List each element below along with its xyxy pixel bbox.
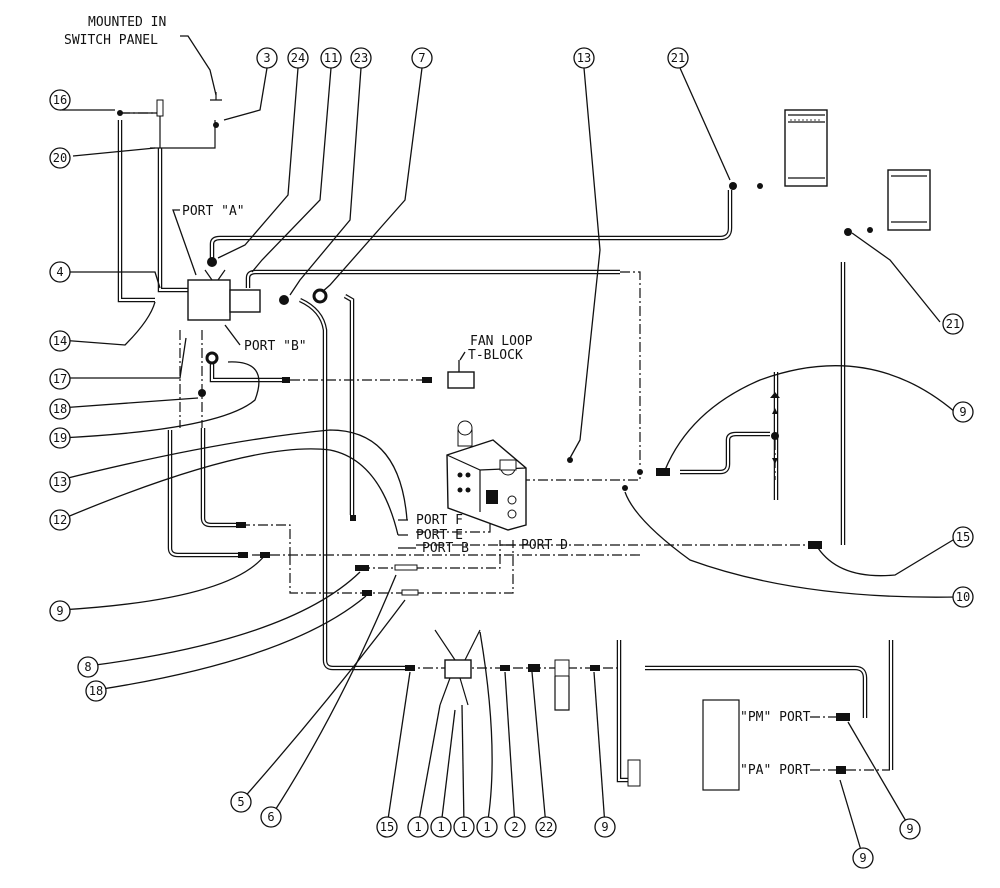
- callout-9-bottom-a: 9: [594, 816, 616, 838]
- callout-1c: 1: [453, 816, 475, 838]
- fan-loop-t-block: [447, 371, 475, 389]
- label-port-f: PORT F: [416, 513, 463, 528]
- svg-text:15: 15: [380, 820, 394, 834]
- valve-body: [446, 420, 527, 531]
- svg-text:22: 22: [539, 820, 553, 834]
- components: [117, 92, 931, 791]
- callout-13-left: 13: [49, 471, 71, 493]
- svg-text:17: 17: [53, 372, 67, 386]
- text-labels: MOUNTED IN SWITCH PANEL PORT "A" PORT "B…: [64, 15, 811, 778]
- callout-9-bottom-b: 9: [852, 847, 874, 869]
- svg-text:10: 10: [956, 590, 970, 604]
- callout-14: 14: [49, 330, 71, 352]
- callout-12: 12: [49, 509, 71, 531]
- svg-text:9: 9: [959, 405, 966, 419]
- callout-8: 8: [77, 656, 99, 678]
- label-port-e: PORT E: [416, 528, 463, 543]
- svg-text:4: 4: [56, 265, 63, 279]
- pump-block: [702, 699, 740, 791]
- label-mounted-line2: SWITCH PANEL: [64, 33, 158, 48]
- manifold-block: [187, 279, 231, 321]
- svg-text:12: 12: [53, 513, 67, 527]
- callout-17: 17: [49, 368, 71, 390]
- callout-5: 5: [230, 791, 252, 813]
- svg-text:20: 20: [53, 151, 67, 165]
- svg-text:6: 6: [267, 810, 274, 824]
- svg-text:5: 5: [237, 795, 244, 809]
- svg-text:1: 1: [460, 820, 467, 834]
- hoses: [117, 100, 894, 783]
- callout-20: 20: [49, 147, 71, 169]
- svg-text:21: 21: [946, 317, 960, 331]
- callout-24: 24: [287, 47, 309, 69]
- callout-1a: 1: [407, 816, 429, 838]
- label-fan-loop-2: T-BLOCK: [468, 348, 523, 363]
- svg-text:21: 21: [671, 51, 685, 65]
- label-port-b: PORT B: [422, 541, 469, 556]
- svg-text:8: 8: [84, 660, 91, 674]
- svg-text:9: 9: [56, 604, 63, 618]
- svg-text:9: 9: [601, 820, 608, 834]
- svg-text:2: 2: [511, 820, 518, 834]
- callout-7: 7: [411, 47, 433, 69]
- callout-15-bottom: 15: [376, 816, 398, 838]
- callout-bubbles: 3 24 11 23 7 16 20 13 21 21 4 14 17 18 1…: [49, 47, 974, 869]
- label-pm-port: "PM" PORT: [740, 710, 811, 725]
- callout-1d: 1: [476, 816, 498, 838]
- callout-18-top: 18: [49, 398, 71, 420]
- bottom-manifold: [444, 659, 472, 679]
- radiator-top: [729, 109, 828, 190]
- svg-text:3: 3: [263, 51, 270, 65]
- callout-9-left: 9: [49, 600, 71, 622]
- callout-4: 4: [49, 261, 71, 283]
- callout-1b: 1: [430, 816, 452, 838]
- callout-9-right: 9: [952, 401, 974, 423]
- svg-text:13: 13: [53, 475, 67, 489]
- callout-21-top: 21: [667, 47, 689, 69]
- callout-18-bottom: 18: [85, 680, 107, 702]
- svg-text:18: 18: [89, 684, 103, 698]
- callout-22: 22: [535, 816, 557, 838]
- callout-23: 23: [350, 47, 372, 69]
- callout-13-top: 13: [573, 47, 595, 69]
- svg-text:9: 9: [906, 822, 913, 836]
- svg-text:14: 14: [53, 334, 67, 348]
- svg-text:24: 24: [291, 51, 305, 65]
- label-mounted-line1: MOUNTED IN: [88, 15, 166, 30]
- svg-text:11: 11: [324, 51, 338, 65]
- radiator-right: [844, 169, 931, 236]
- svg-text:7: 7: [418, 51, 425, 65]
- svg-text:23: 23: [354, 51, 368, 65]
- callout-21-right: 21: [942, 313, 964, 335]
- callout-2: 2: [504, 816, 526, 838]
- label-fan-loop-1: FAN LOOP: [470, 334, 533, 349]
- callout-15-right: 15: [952, 526, 974, 548]
- callout-6: 6: [260, 806, 282, 828]
- callout-16: 16: [49, 89, 71, 111]
- svg-text:18: 18: [53, 402, 67, 416]
- callout-3: 3: [256, 47, 278, 69]
- svg-text:13: 13: [577, 51, 591, 65]
- label-pa-port: "PA" PORT: [740, 763, 811, 778]
- svg-text:9: 9: [859, 851, 866, 865]
- callout-9-bottom-c: 9: [899, 818, 921, 840]
- svg-text:15: 15: [956, 530, 970, 544]
- callout-11: 11: [320, 47, 342, 69]
- svg-text:1: 1: [414, 820, 421, 834]
- svg-text:1: 1: [437, 820, 444, 834]
- callout-19: 19: [49, 427, 71, 449]
- svg-text:19: 19: [53, 431, 67, 445]
- callout-10: 10: [952, 586, 974, 608]
- label-port-b-top: PORT "B": [244, 339, 307, 354]
- svg-text:1: 1: [483, 820, 490, 834]
- label-port-d: PORT D: [521, 538, 568, 553]
- svg-text:16: 16: [53, 93, 67, 107]
- leader-lines: [59, 35, 959, 858]
- label-port-a: PORT "A": [182, 204, 245, 219]
